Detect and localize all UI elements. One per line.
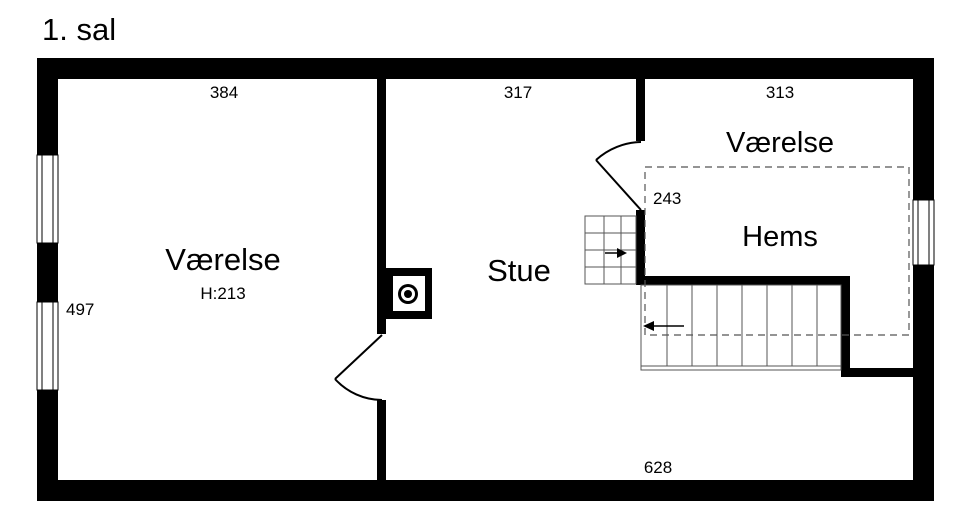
room-height-label: H:213 (200, 284, 245, 303)
chimney-icon (386, 268, 432, 319)
room-label-vaerelse-upper: Værelse (726, 127, 834, 159)
door-vaerelse-stue (334, 334, 383, 401)
dimension-label: 313 (766, 83, 794, 102)
window-left-lower (36, 301, 59, 391)
dimension-label: 628 (644, 458, 672, 477)
room-label-stue: Stue (487, 253, 551, 288)
dimension-label: 317 (504, 83, 532, 102)
floor-title: 1. sal (42, 12, 116, 47)
stair-main (640, 284, 842, 371)
stair-small (584, 215, 637, 285)
interior-walls (377, 79, 913, 480)
window-left-upper (36, 154, 59, 244)
hems-outline (644, 166, 910, 336)
room-label-vaerelse-left: Værelse (165, 242, 280, 277)
stair-direction-arrow-icon (605, 248, 627, 258)
room-label-hems: Hems (742, 221, 818, 253)
dimension-label: 243 (653, 189, 681, 208)
door-vaerelse-upper (595, 141, 642, 211)
dimension-label: 384 (210, 83, 238, 102)
dimension-label: 497 (66, 300, 94, 319)
stair-direction-arrow-icon (643, 321, 684, 331)
window-right (912, 199, 935, 266)
